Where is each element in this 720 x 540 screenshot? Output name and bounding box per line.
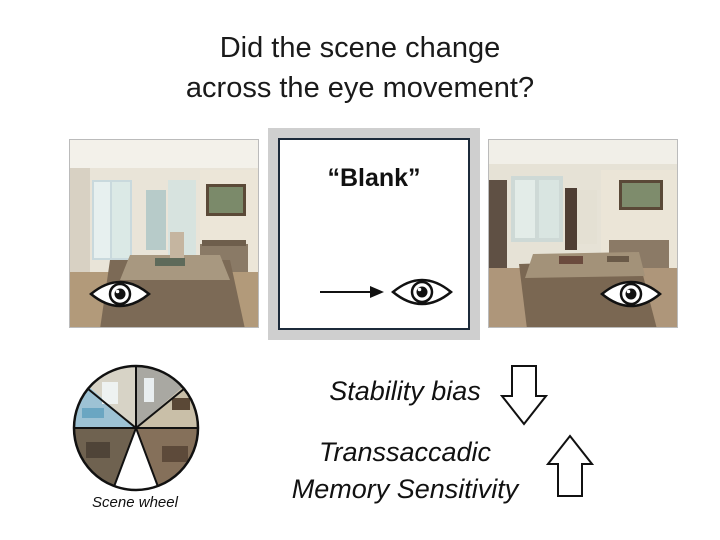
question-title: Did the scene change across the eye move… xyxy=(0,28,720,108)
blank-label: “Blank” xyxy=(327,164,421,192)
blank-screen: “Blank” xyxy=(278,138,470,330)
question-title-line-2: across the eye movement? xyxy=(185,72,535,104)
down-arrow-icon xyxy=(500,365,548,426)
eye-icon xyxy=(89,280,151,308)
up-arrow-icon xyxy=(546,434,594,497)
stability-bias-label: Stability bias xyxy=(329,376,481,406)
eye-icon xyxy=(600,280,662,308)
transsaccadic-label-line-1: Transsaccadic xyxy=(318,437,492,467)
scene-wheel xyxy=(72,364,200,492)
right-arrow-icon xyxy=(320,286,384,298)
transsaccadic-label: Transsaccadic Memory Sensitivity xyxy=(270,434,540,508)
blank-screen-frame: “Blank” xyxy=(268,128,480,340)
scene-wheel-caption: Scene wheel xyxy=(92,494,178,511)
transsaccadic-label-line-2: Memory Sensitivity xyxy=(291,474,519,504)
eye-icon xyxy=(391,278,453,306)
question-title-line-1: Did the scene change xyxy=(219,32,501,64)
